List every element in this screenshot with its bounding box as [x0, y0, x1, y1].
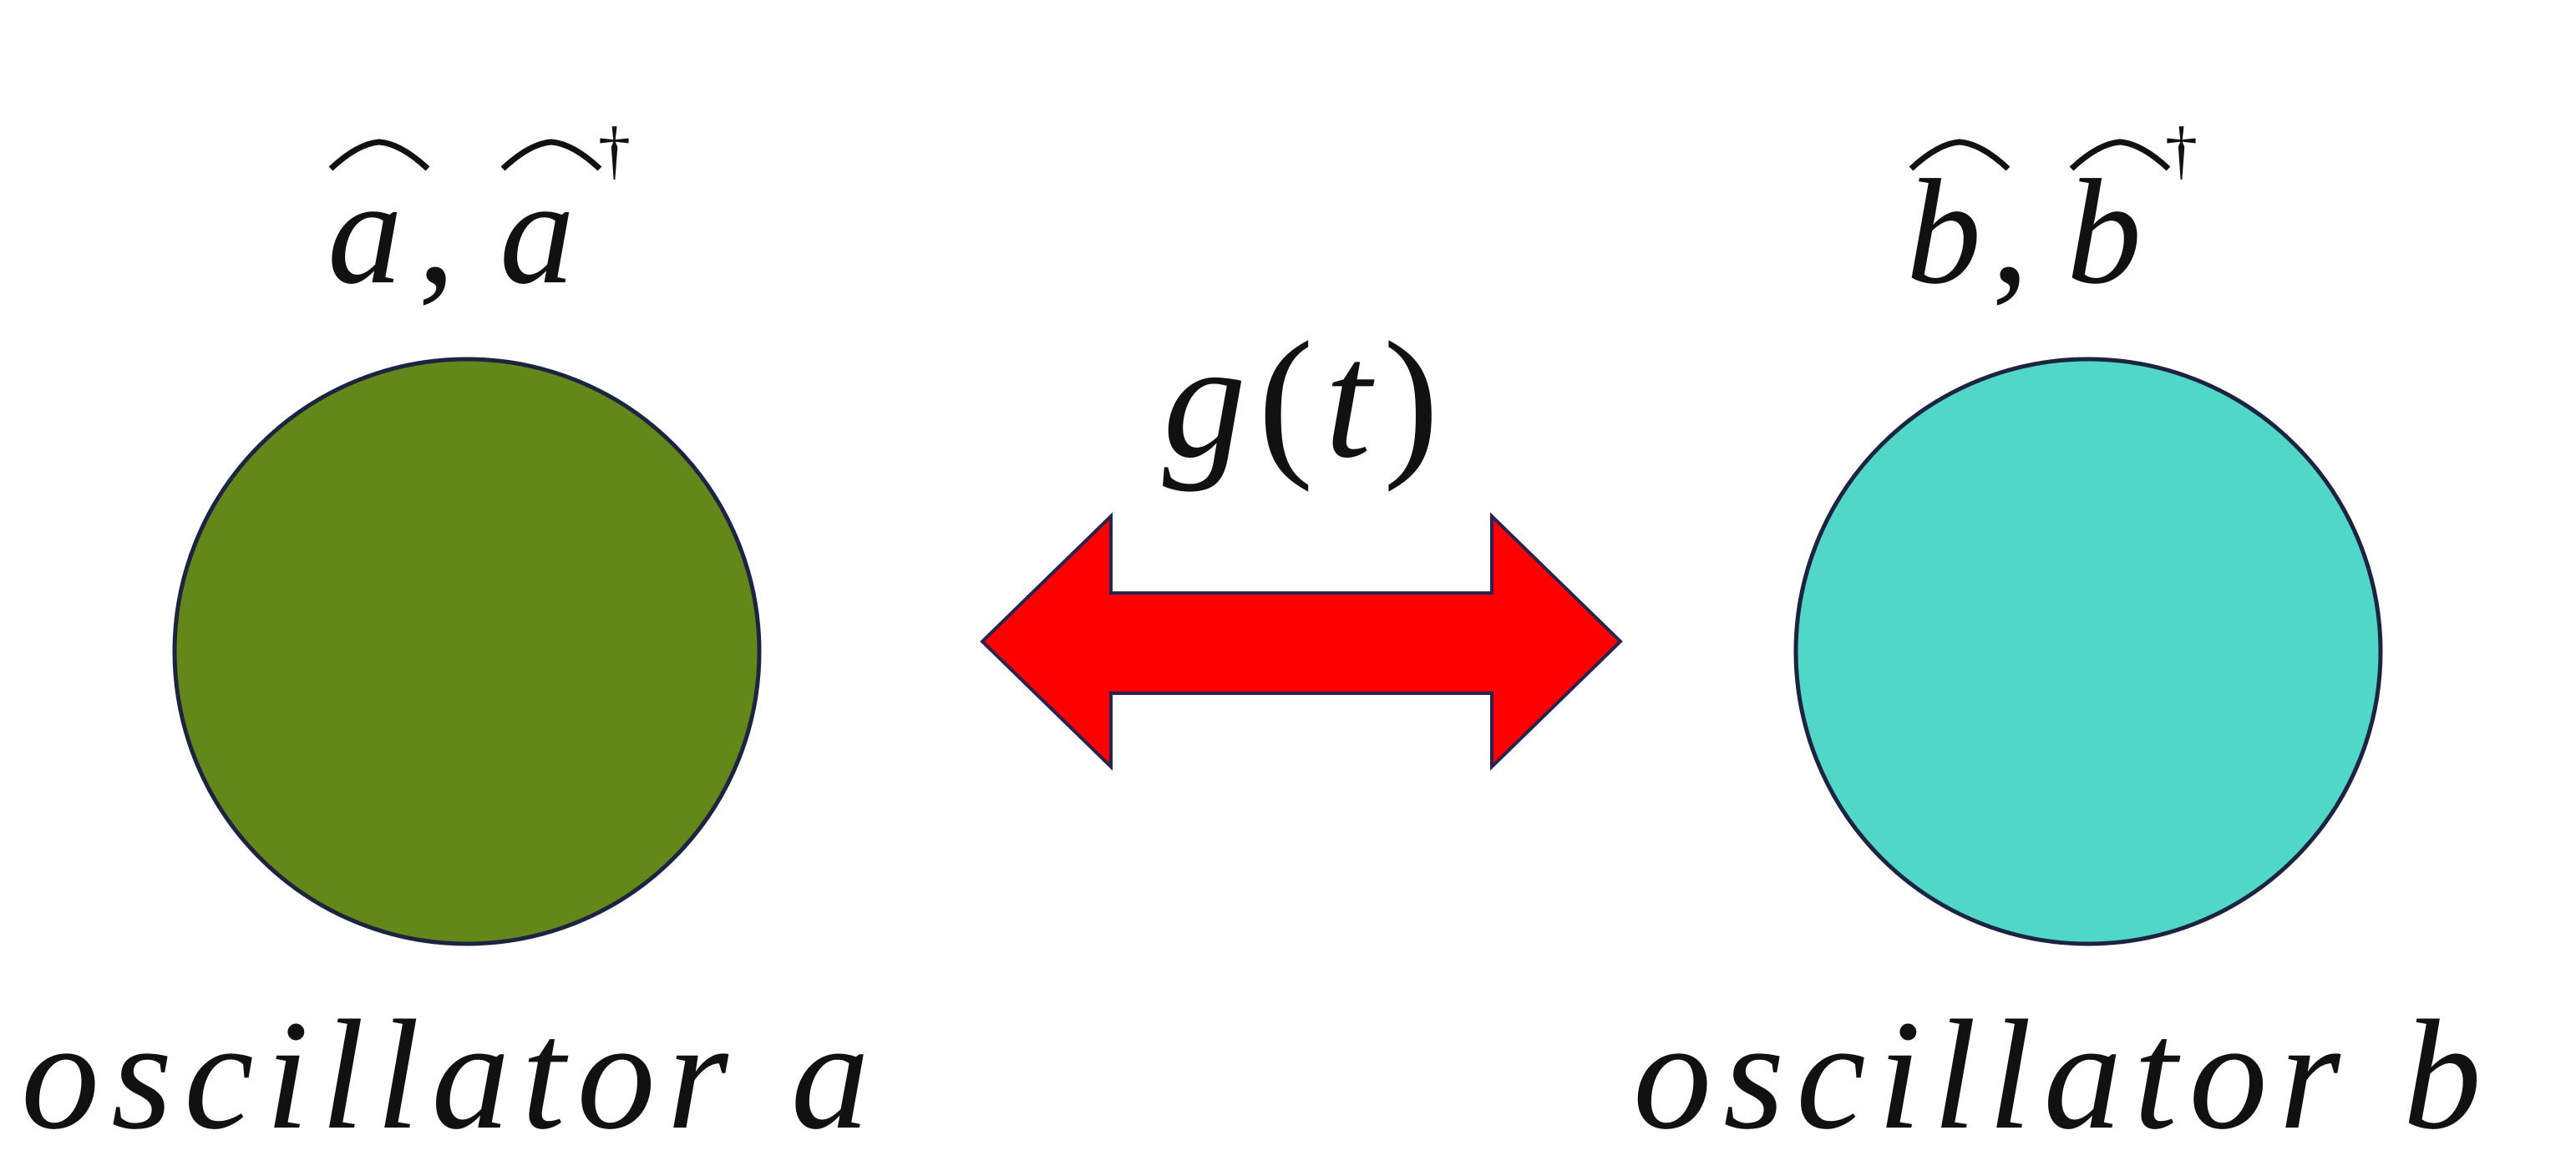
coupling-close-paren: )	[1383, 308, 1439, 493]
oscillator-b-label: oscillator b	[1633, 987, 2493, 1162]
hat-accent-icon	[1909, 139, 2011, 171]
coupling-symbol: g	[1163, 308, 1246, 493]
dagger-superscript: †	[598, 114, 631, 186]
operator-b-symbol: b	[1906, 149, 1981, 315]
operator-label-b: b , b †	[1906, 114, 2198, 315]
oscillator-a-circle	[172, 357, 762, 946]
hat-accent-icon	[500, 139, 602, 171]
operator-a-separator: ,	[418, 149, 455, 315]
hat-accent-icon	[2069, 139, 2171, 171]
operator-b-separator: ,	[1991, 149, 2029, 315]
coupling-variable: t	[1325, 308, 1375, 493]
operator-b-dagger-symbol: b	[2066, 149, 2142, 315]
operator-label-a: a , a †	[327, 114, 631, 315]
operator-a-dagger-symbol: a	[499, 149, 575, 315]
hat-accent-icon	[328, 139, 430, 171]
oscillator-b-circle	[1793, 357, 2383, 946]
operator-a-symbol: a	[327, 149, 403, 315]
coupling-label: g ( t )	[1163, 308, 1439, 493]
oscillator-a-label: oscillator a	[21, 987, 881, 1162]
dagger-superscript: †	[2165, 114, 2198, 186]
coupling-open-paren: (	[1258, 308, 1314, 493]
double-arrow-icon	[980, 512, 1623, 771]
